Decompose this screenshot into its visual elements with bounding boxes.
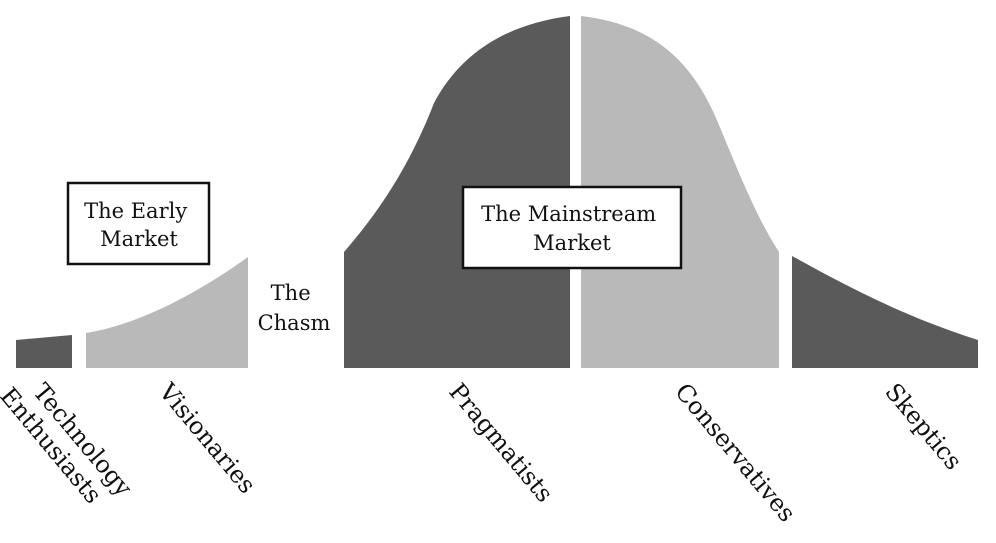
mainstream-market-line-1: The Mainstream — [481, 202, 656, 226]
svg-text:The Early Market: The Early Market — [84, 199, 194, 251]
skeptics-segment — [792, 256, 978, 368]
visionaries-label: Visionaries — [153, 377, 262, 499]
mainstream-market-line-2: Market — [533, 231, 611, 255]
pragmatists-segment — [344, 16, 570, 368]
pragmatists-label: Pragmatists — [443, 378, 558, 508]
svg-text:The Chasm: The Chasm — [258, 281, 331, 335]
svg-text:The Mainstream Market: The Mainstream Market — [481, 202, 663, 255]
visionaries-segment — [86, 257, 248, 368]
chasm-line-1: The — [271, 281, 311, 305]
early-market-line-1: The Early — [84, 199, 187, 223]
mainstream-market-box: The Mainstream Market — [461, 185, 683, 270]
early-market-line-2: Market — [100, 227, 178, 251]
technology-enthusiasts-label: Technology Enthusiasts — [0, 364, 143, 526]
early-market-box: The Early Market — [66, 181, 211, 266]
conservatives-label: Conservatives — [669, 378, 801, 527]
skeptics-label: Skeptics — [879, 378, 967, 475]
technology-enthusiasts-segment — [16, 335, 72, 368]
chasm-label: The Chasm — [258, 281, 331, 335]
chasm-line-2: Chasm — [258, 311, 331, 335]
